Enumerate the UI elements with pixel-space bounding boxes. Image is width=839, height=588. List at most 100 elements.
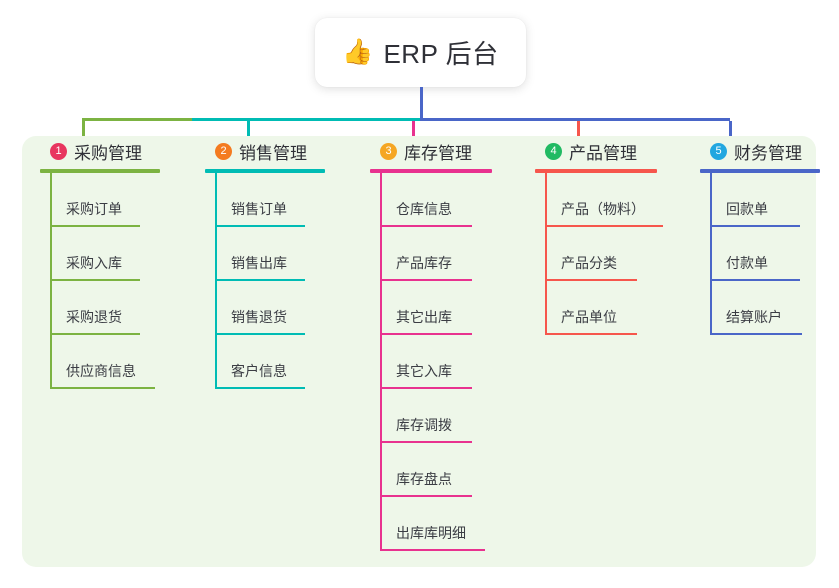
sub-item-label: 销售订单 <box>231 201 287 217</box>
sub-item-rule <box>215 279 305 281</box>
branch-label: 库存管理 <box>404 143 472 163</box>
sub-item-rule <box>545 333 637 335</box>
thumbs-up-icon: 👍 <box>342 38 374 66</box>
branch-spine <box>545 173 547 334</box>
sub-item-rule <box>545 225 663 227</box>
sub-item[interactable]: 采购入库 <box>40 227 160 281</box>
connector-bus-segment <box>192 118 357 121</box>
sub-item[interactable]: 库存盘点 <box>370 443 492 497</box>
sub-item-list: 采购订单采购入库采购退货供应商信息 <box>40 173 160 389</box>
sub-item[interactable]: 付款单 <box>700 227 820 281</box>
sub-item[interactable]: 产品库存 <box>370 227 492 281</box>
branch-5: 5 财务管理回款单付款单结算账户 <box>700 136 820 335</box>
sub-item[interactable]: 回款单 <box>700 173 820 227</box>
branch-number-badge: 5 <box>710 142 727 160</box>
sub-item-rule <box>215 225 305 227</box>
sub-item[interactable]: 库存调拨 <box>370 389 492 443</box>
sub-item-rule <box>50 387 155 389</box>
sub-item-label: 其它入库 <box>396 363 452 379</box>
sub-item-label: 销售退货 <box>231 309 287 325</box>
sub-item-rule <box>380 333 472 335</box>
sub-item[interactable]: 产品（物料） <box>535 173 663 227</box>
branch-1: 1 采购管理采购订单采购入库采购退货供应商信息 <box>40 136 160 389</box>
branch-header[interactable]: 4 产品管理 <box>535 136 657 166</box>
sub-item-label: 库存调拨 <box>396 417 452 433</box>
sub-item-rule <box>380 441 472 443</box>
connector-bus-segment <box>357 118 422 121</box>
branch-number-badge: 1 <box>50 142 67 160</box>
branch-header-rule <box>40 169 160 173</box>
branch-4: 4 产品管理产品（物料） 产品分类产品单位 <box>535 136 663 335</box>
sub-item-rule <box>710 225 800 227</box>
branch-label: 销售管理 <box>239 143 307 163</box>
sub-item-rule <box>545 279 637 281</box>
sub-item-label: 供应商信息 <box>66 363 136 379</box>
branch-header[interactable]: 1 采购管理 <box>40 136 160 166</box>
branch-header-rule <box>700 169 820 173</box>
sub-item[interactable]: 产品分类 <box>535 227 657 281</box>
sub-item[interactable]: 客户信息 <box>205 335 325 389</box>
sub-item-label: 库存盘点 <box>396 471 452 487</box>
sub-item[interactable]: 其它出库 <box>370 281 492 335</box>
sub-item-rule <box>50 225 140 227</box>
branch-2: 2 销售管理销售订单销售出库销售退货客户信息 <box>205 136 325 389</box>
branch-header[interactable]: 5 财务管理 <box>700 136 820 166</box>
branch-label: 财务管理 <box>734 143 802 163</box>
branch-number-badge: 4 <box>545 142 562 160</box>
branch-number-badge: 3 <box>380 142 397 160</box>
sub-item-rule <box>710 279 800 281</box>
branch-spine <box>710 173 712 334</box>
sub-item[interactable]: 仓库信息 <box>370 173 492 227</box>
branch-number-badge: 2 <box>215 142 232 160</box>
branch-label: 产品管理 <box>569 143 637 163</box>
sub-item-rule <box>215 333 305 335</box>
sub-item-label: 仓库信息 <box>396 201 452 217</box>
sub-item-label: 付款单 <box>726 255 768 271</box>
sub-item[interactable]: 供应商信息 <box>40 335 160 389</box>
sub-item[interactable]: 采购订单 <box>40 173 160 227</box>
connector-bus-segment <box>82 118 192 121</box>
sub-item-label: 其它出库 <box>396 309 452 325</box>
branch-spine <box>380 173 382 550</box>
sub-item-rule <box>50 279 140 281</box>
root-node-label: ERP 后台 <box>383 39 499 69</box>
sub-item[interactable]: 产品单位 <box>535 281 657 335</box>
sub-item-label: 采购入库 <box>66 255 122 271</box>
branch-3: 3 库存管理仓库信息产品库存其它出库其它入库库存调拨库存盘点出库库明细 <box>370 136 492 551</box>
sub-item-list: 回款单付款单结算账户 <box>700 173 820 335</box>
sub-item-label: 产品（物料） <box>561 201 645 217</box>
sub-item-rule <box>380 225 472 227</box>
sub-item-rule <box>380 279 472 281</box>
root-node[interactable]: 👍 ERP 后台 <box>315 18 526 87</box>
sub-item-rule <box>380 495 472 497</box>
sub-item-label: 采购退货 <box>66 309 122 325</box>
sub-item[interactable]: 采购退货 <box>40 281 160 335</box>
branch-panel: 1 采购管理采购订单采购入库采购退货供应商信息 2 销售管理销售订单销售出库销售退货客… <box>22 136 820 567</box>
sub-item-label: 结算账户 <box>726 309 782 325</box>
sub-item-label: 产品库存 <box>396 255 452 271</box>
sub-item-rule <box>50 333 140 335</box>
sub-item-list: 仓库信息产品库存其它出库其它入库库存调拨库存盘点出库库明细 <box>370 173 492 551</box>
sub-item-rule <box>380 549 485 551</box>
sub-item[interactable]: 销售订单 <box>205 173 325 227</box>
sub-item[interactable]: 出库库明细 <box>370 497 492 551</box>
sub-item-rule <box>380 387 472 389</box>
sub-item[interactable]: 其它入库 <box>370 335 492 389</box>
branch-header[interactable]: 2 销售管理 <box>205 136 325 166</box>
sub-item-list: 产品（物料） 产品分类产品单位 <box>535 173 663 335</box>
sub-item-label: 客户信息 <box>231 363 287 379</box>
sub-item[interactable]: 销售退货 <box>205 281 325 335</box>
connector-bus-segment <box>420 118 730 121</box>
sub-item-label: 销售出库 <box>231 255 287 271</box>
connector-root-stem <box>420 87 423 121</box>
branch-header[interactable]: 3 库存管理 <box>370 136 492 166</box>
sub-item[interactable]: 结算账户 <box>700 281 820 335</box>
sub-item[interactable]: 销售出库 <box>205 227 325 281</box>
sub-item-rule <box>215 387 305 389</box>
branch-header-rule <box>535 169 657 173</box>
sub-item-label: 出库库明细 <box>396 525 466 541</box>
branch-header-rule <box>370 169 492 173</box>
branch-label: 采购管理 <box>74 143 142 163</box>
sub-item-label: 回款单 <box>726 201 768 217</box>
